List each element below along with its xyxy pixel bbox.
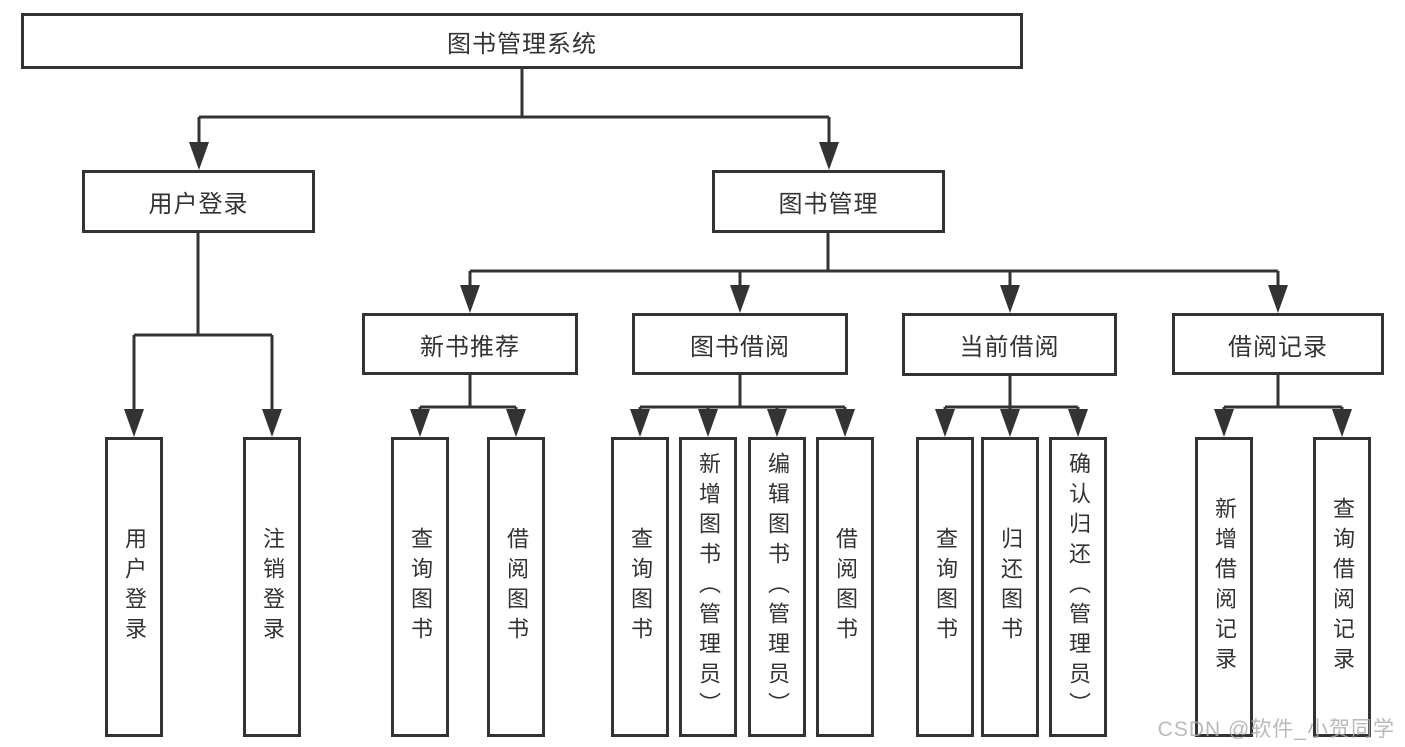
node-leaf-add-book: 新增图书（管理员） xyxy=(679,437,737,737)
arrow-down-icon xyxy=(1068,409,1088,437)
arrow-down-icon xyxy=(767,409,787,437)
node-label: 查询借阅记录 xyxy=(1330,497,1355,677)
arrow-down-icon xyxy=(124,409,144,437)
node-book-mgmt: 图书管理 xyxy=(712,170,945,233)
node-label: 图书借阅 xyxy=(690,333,790,361)
node-label: 查询图书 xyxy=(628,527,653,647)
node-label: 借阅图书 xyxy=(833,527,858,647)
connector-new-book-rec-to-leaves xyxy=(410,375,526,437)
connector-line xyxy=(638,375,847,411)
connector-line xyxy=(418,375,518,411)
node-label: 归还图书 xyxy=(998,527,1023,647)
arrow-down-icon xyxy=(1332,409,1352,437)
node-label: 注销登录 xyxy=(260,527,285,647)
arrow-down-icon xyxy=(189,142,209,170)
node-label: 新增图书（管理员） xyxy=(696,452,721,722)
arrow-down-icon xyxy=(630,409,650,437)
node-label: 图书管理系统 xyxy=(447,30,597,58)
node-leaf-user-login: 用户登录 xyxy=(105,437,163,737)
arrow-down-icon xyxy=(460,285,480,313)
node-leaf-borrow-book-1: 借阅图书 xyxy=(487,437,545,737)
node-label: 确认归还（管理员） xyxy=(1066,452,1091,722)
connector-line xyxy=(132,233,274,411)
arrow-down-icon xyxy=(698,409,718,437)
node-label: 借阅图书 xyxy=(504,527,529,647)
node-label: 新增借阅记录 xyxy=(1212,497,1237,677)
csdn-watermark: CSDN @软件_小贺同学 xyxy=(1157,718,1395,741)
node-label: 借阅记录 xyxy=(1228,333,1328,361)
node-label: 图书管理 xyxy=(778,191,879,218)
connector-book-mgmt-to-level3 xyxy=(460,233,1288,313)
connector-borrow-record-to-leaves xyxy=(1214,375,1352,437)
node-leaf-query-book-2: 查询图书 xyxy=(611,437,669,737)
node-leaf-logout: 注销登录 xyxy=(243,437,301,737)
node-leaf-return-book: 归还图书 xyxy=(981,437,1039,737)
node-label: 查询图书 xyxy=(933,527,958,647)
arrow-down-icon xyxy=(730,285,750,313)
node-borrow-record: 借阅记录 xyxy=(1172,313,1384,375)
arrow-down-icon xyxy=(1000,285,1020,313)
arrow-down-icon xyxy=(1268,285,1288,313)
arrow-down-icon xyxy=(506,409,526,437)
arrow-down-icon xyxy=(835,409,855,437)
connector-user-login-to-leaves xyxy=(124,233,282,437)
arrow-down-icon xyxy=(262,409,282,437)
node-root: 图书管理系统 xyxy=(21,13,1023,69)
arrow-down-icon xyxy=(410,409,430,437)
connector-line xyxy=(943,375,1080,411)
connector-current-borrow-to-leaves xyxy=(935,375,1088,437)
node-current-borrow: 当前借阅 xyxy=(902,313,1117,376)
connector-root-to-level2 xyxy=(189,69,839,170)
node-label: 当前借阅 xyxy=(959,334,1060,361)
arrow-down-icon xyxy=(935,409,955,437)
connector-line xyxy=(197,69,831,144)
node-leaf-query-book-1: 查询图书 xyxy=(391,437,449,737)
node-label: 新书推荐 xyxy=(420,333,520,361)
node-leaf-query-book-3: 查询图书 xyxy=(916,437,974,737)
node-leaf-edit-book: 编辑图书（管理员） xyxy=(748,437,806,737)
node-label: 用户登录 xyxy=(122,527,147,647)
node-book-borrow: 图书借阅 xyxy=(632,313,848,375)
node-leaf-add-record: 新增借阅记录 xyxy=(1195,437,1253,737)
arrow-down-icon xyxy=(1000,409,1020,437)
node-leaf-confirm-return: 确认归还（管理员） xyxy=(1049,437,1107,737)
node-leaf-borrow-book-2: 借阅图书 xyxy=(816,437,874,737)
node-label: 查询图书 xyxy=(408,527,433,647)
node-user-login: 用户登录 xyxy=(82,170,315,233)
node-leaf-query-record: 查询借阅记录 xyxy=(1313,437,1371,737)
arrow-down-icon xyxy=(1214,409,1234,437)
connector-book-borrow-to-leaves xyxy=(630,375,855,437)
node-label: 编辑图书（管理员） xyxy=(765,452,790,722)
arrow-down-icon xyxy=(819,142,839,170)
connector-line xyxy=(1222,375,1344,411)
node-label: 用户登录 xyxy=(148,191,249,218)
node-new-book-rec: 新书推荐 xyxy=(362,313,578,375)
connector-line xyxy=(468,233,1280,287)
